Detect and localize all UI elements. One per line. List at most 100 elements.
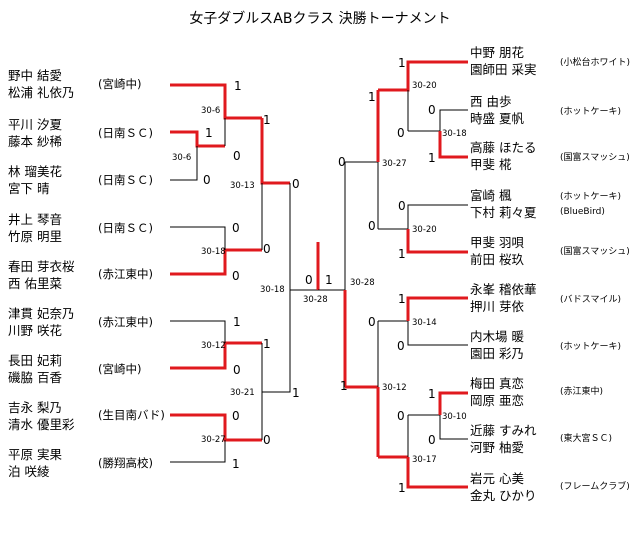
result-digit: 0	[368, 219, 376, 233]
bracket-line	[289, 183, 318, 291]
left-entry-1: 野中 結愛松浦 礼依乃	[8, 68, 75, 100]
match-score: 30-13	[230, 181, 255, 191]
result-digit: 1	[398, 247, 406, 261]
right-club-4: (ホットケーキ)	[560, 192, 622, 202]
result-digit: 1	[205, 126, 213, 140]
match-score: 30-18	[442, 129, 467, 139]
bracket-line	[260, 118, 290, 185]
result-digit: 0	[292, 177, 300, 191]
result-digit: 0	[203, 173, 211, 187]
bracket-line	[438, 391, 468, 415]
right-entry-7: 内木場 暖園田 彩乃	[470, 329, 524, 361]
bracket-line	[170, 413, 262, 442]
result-digit: 0	[232, 221, 240, 235]
page-title: 女子ダブルスABクラス 決勝トーナメント	[189, 11, 451, 27]
bracket-line	[170, 440, 226, 463]
final-result-left: 0	[305, 273, 313, 287]
match-score: 30-6	[172, 153, 191, 163]
match-score: 30-6	[201, 106, 220, 116]
right-club-10: (フレームクラブ)	[560, 482, 630, 492]
bracket-line	[170, 146, 198, 181]
bracket-line	[170, 83, 262, 120]
result-digit: 0	[428, 103, 436, 117]
match-score: 30-27	[201, 435, 226, 445]
right-entry-8: 梅田 真恋岡原 亜恋	[470, 376, 524, 408]
result-digit: 1	[292, 386, 300, 400]
bracket-line	[438, 131, 468, 159]
bracket-line	[407, 321, 468, 346]
result-digit: 0	[368, 315, 376, 329]
left-club-7: (宮崎中)	[98, 362, 142, 376]
bracket-line	[170, 130, 225, 148]
left-club-2: (日南ＳＣ)	[98, 126, 153, 140]
result-digit: 1	[340, 379, 348, 393]
left-entry-5: 春田 芽衣桜西 佑里菜	[8, 259, 75, 291]
left-club-6: (赤江東中)	[98, 315, 153, 329]
left-club-3: (日南ＳＣ)	[98, 173, 153, 187]
match-score: 30-10	[442, 412, 467, 422]
match-score: 30-12	[382, 383, 407, 393]
right-club-6: (バドスマイル)	[560, 295, 622, 305]
result-digit: 0	[397, 126, 405, 140]
bracket-line	[406, 457, 468, 489]
right-club-8: (赤江東中)	[560, 387, 604, 397]
result-digit: 1	[232, 457, 240, 471]
match-score: 30-14	[412, 318, 437, 328]
result-digit: 1	[398, 56, 406, 70]
result-digit: 0	[263, 242, 271, 256]
match-score: 30-27	[382, 159, 407, 169]
bracket-line	[407, 204, 468, 229]
left-club-4: (日南ＳＣ)	[98, 221, 153, 235]
right-club-7: (ホットケーキ)	[560, 342, 622, 352]
right-club-5: (国富スマッシュ)	[560, 247, 630, 257]
result-digit: 1	[428, 151, 436, 165]
bracket-line	[439, 109, 468, 131]
right-entry-2: 西 由歩時盛 夏帆	[470, 94, 524, 126]
right-entry-4: 富崎 楓下村 莉々夏	[470, 188, 537, 220]
result-digit: 0	[398, 199, 406, 213]
result-digit: 1	[428, 387, 436, 401]
match-score: 30-17	[412, 455, 437, 465]
left-club-1: (宮崎中)	[98, 77, 142, 91]
right-club-3: (国富スマッシュ)	[560, 153, 630, 163]
left-club-8: (生目南バド)	[98, 408, 165, 422]
left-club-5: (赤江東中)	[98, 267, 153, 281]
bracket-line	[170, 248, 262, 276]
right-entry-6: 永峯 稽依華押川 芽依	[470, 282, 537, 314]
match-score: 30-18	[201, 247, 226, 257]
result-digit: 1	[368, 90, 376, 104]
final-result-right: 1	[325, 273, 333, 287]
left-entry-7: 長田 妃莉磯脇 百香	[8, 353, 62, 385]
result-digit: 0	[232, 409, 240, 423]
final-score: 30-28	[303, 295, 328, 305]
right-entry-3: 高藤 ほたる甲斐 椛	[470, 140, 537, 172]
bracket-line	[170, 341, 262, 370]
right-club-1: (小松台ホワイト)	[560, 58, 631, 68]
result-digit: 1	[398, 481, 406, 495]
bracket-line	[406, 229, 468, 254]
result-digit: 0	[428, 433, 436, 447]
right-club-4b: (BlueBird)	[560, 207, 605, 217]
left-entry-9: 平原 実果泊 咲綾	[8, 447, 62, 479]
bracket-line	[406, 296, 468, 321]
result-digit: 0	[233, 149, 241, 163]
result-digit: 0	[263, 433, 271, 447]
left-entry-8: 吉永 梨乃清水 優里彩	[8, 400, 75, 432]
left-entry-4: 井上 琴音竹原 明里	[8, 212, 62, 244]
right-club-2: (ホットケーキ)	[560, 107, 622, 117]
result-digit: 1	[263, 113, 271, 127]
left-entry-2: 平川 汐夏藤本 紗稀	[8, 117, 62, 149]
match-score: 30-12	[201, 341, 226, 351]
left-entry-6: 津貫 妃奈乃川野 咲花	[8, 306, 75, 338]
bracket-line	[170, 320, 226, 343]
result-digit: 1	[233, 315, 241, 329]
result-digit: 0	[232, 269, 240, 283]
bracket-line	[439, 415, 468, 440]
right-entry-10: 岩元 心美金丸 ひかり	[470, 471, 537, 503]
result-digit: 0	[233, 363, 241, 377]
result-digit: 1	[234, 79, 242, 93]
result-digit: 0	[397, 409, 405, 423]
bracket-line	[378, 60, 468, 92]
right-entry-9: 近藤 すみれ河野 柚愛	[470, 423, 537, 455]
